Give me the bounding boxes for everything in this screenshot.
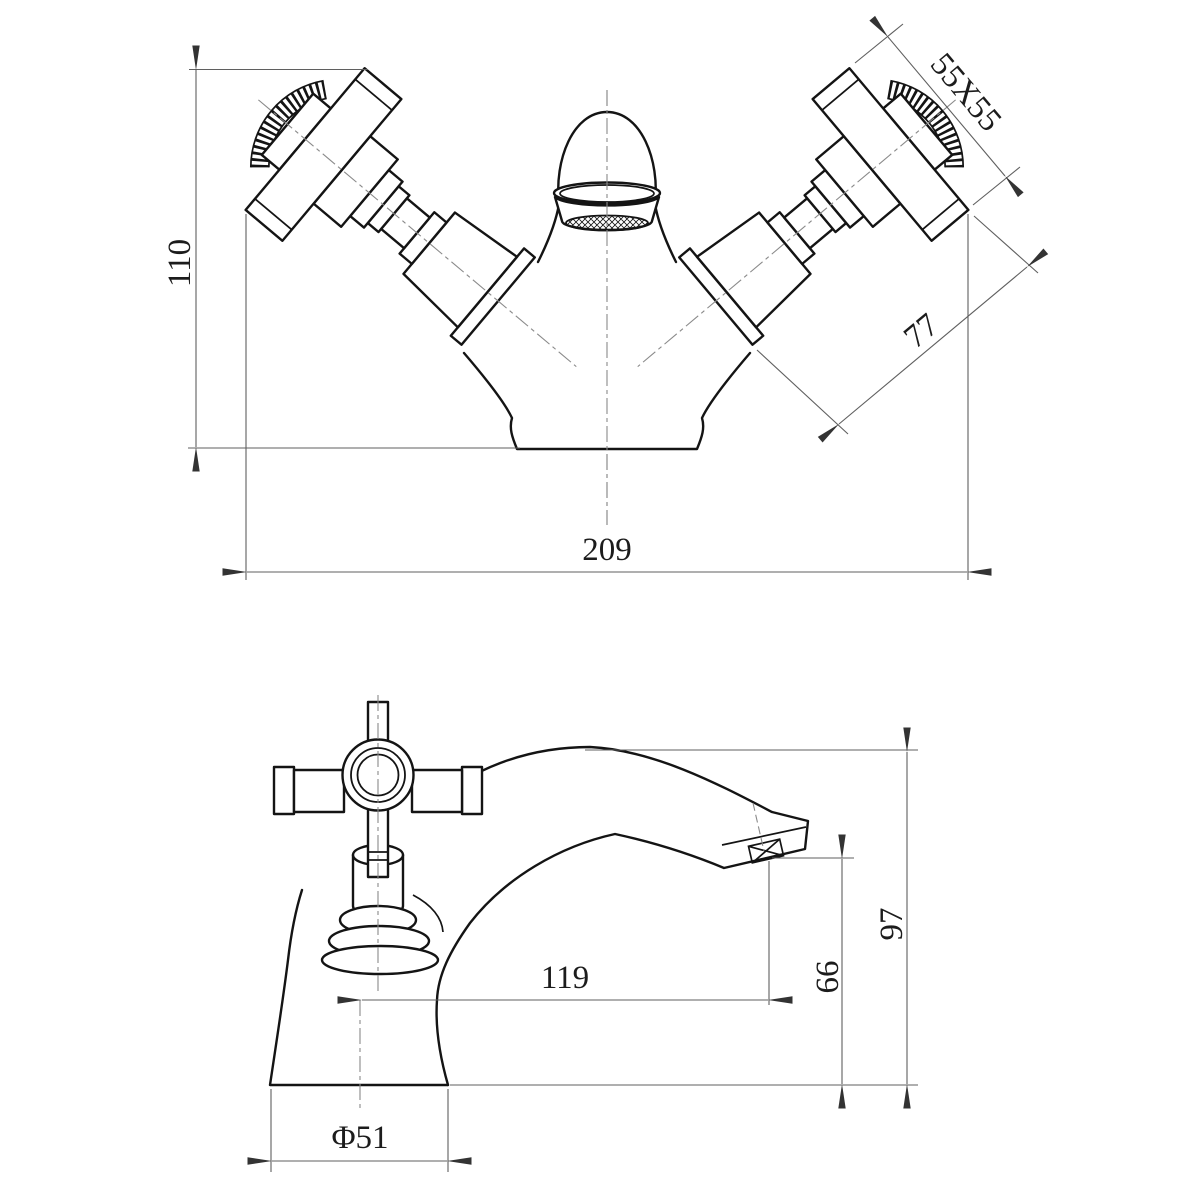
dim-label-209: 209 [582,532,632,568]
aerator-outlet-box [747,838,785,864]
dim-110: 110 [162,45,520,472]
dim-label-phi51: Φ51 [331,1120,388,1156]
spout-outline [428,745,810,1087]
bonnet-swoosh [412,894,444,933]
handle-left-arm-cap [272,765,296,816]
spout-tip-band-line [721,826,807,846]
spout-tip-centerline [752,802,765,852]
valve-left-bar-line [254,198,293,231]
dim-line [817,248,1049,443]
dim-label-97: 97 [874,908,910,941]
bonnet-ring-3 [320,944,440,976]
ext-line [756,349,849,435]
dim-119: 119 [337,861,793,1005]
dim-line [869,15,1024,198]
dim-209: 209 [222,214,992,580]
aerator-x-line [751,838,781,864]
handle-right-arm [410,768,464,814]
front-view: 110 209 55X55 77 [162,15,1049,580]
handle-left-arm [292,768,346,814]
dim-label-110: 110 [162,239,198,287]
valve-left-knurl-outer [249,79,324,168]
valve-left-bar-line [354,78,393,111]
body-outline-left [268,888,450,1087]
valve-left-knurl-ridges [250,80,327,168]
ext-line [972,166,1021,206]
side-view: 119 66 97 Φ51 [247,695,918,1172]
dim-phi51: Φ51 [247,1089,472,1172]
dim-66: 66 [772,834,854,1109]
dim-label-66: 66 [810,961,846,994]
valve-right-bar-line [821,78,860,111]
ext-line [854,23,904,64]
dim-label-119: 119 [541,960,589,996]
aerator-side [747,838,785,864]
dim-label-77: 77 [897,307,945,356]
dim-97: 97 [450,727,918,1109]
handle-right-arm-cap [460,765,484,816]
valve-left-axis-centerline [258,99,577,368]
valve-left [244,67,577,368]
valve-right-bar-line [921,198,960,231]
ext-line [973,215,1039,274]
